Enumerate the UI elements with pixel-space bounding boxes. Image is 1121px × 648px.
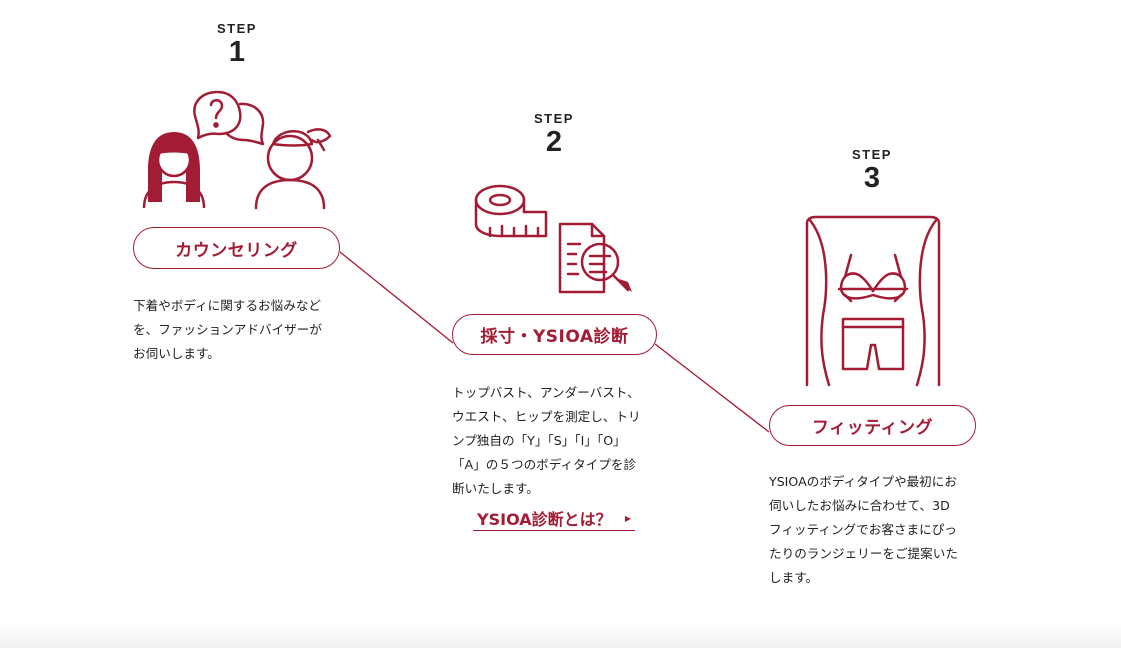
- counseling-people-icon: [142, 90, 332, 210]
- step-1-number: 1: [228, 36, 246, 68]
- connector-step2-step3: [654, 343, 770, 433]
- step-2-title-pill: 採寸・YSIOA診断: [452, 314, 657, 355]
- step-2-label: STEP: [534, 111, 574, 126]
- step-1-title-pill: カウンセリング: [133, 227, 340, 269]
- step-3-title-pill: フィッティング: [769, 405, 976, 446]
- page-bottom-shade: [0, 622, 1121, 648]
- step-2-number: 2: [545, 126, 563, 158]
- fitting-lingerie-icon: [805, 215, 941, 387]
- step-3-number: 3: [863, 162, 881, 194]
- measuring-tape-diagnosis-icon: [474, 184, 632, 294]
- step-1-description: 下着やボディに関するお悩みなど を、ファッションアドバイザーが お伺いします。: [133, 298, 322, 361]
- ysioa-diagnosis-link-label: YSIOA診断とは？: [477, 509, 612, 529]
- step-1-label: STEP: [217, 21, 257, 36]
- step-2-description: トップバスト、アンダーバスト、 ウエスト、ヒップを測定し、トリ ンプ独自の「Y」…: [452, 385, 641, 496]
- step-3-description: YSIOAのボディタイプや最初にお 伺いしたお悩みに合わせて、3D フィッティン…: [769, 474, 958, 585]
- ysioa-diagnosis-link[interactable]: YSIOA診断とは？ ▶: [473, 505, 635, 531]
- arrow-right-icon: ▶: [624, 514, 631, 523]
- step-3-label: STEP: [852, 147, 892, 162]
